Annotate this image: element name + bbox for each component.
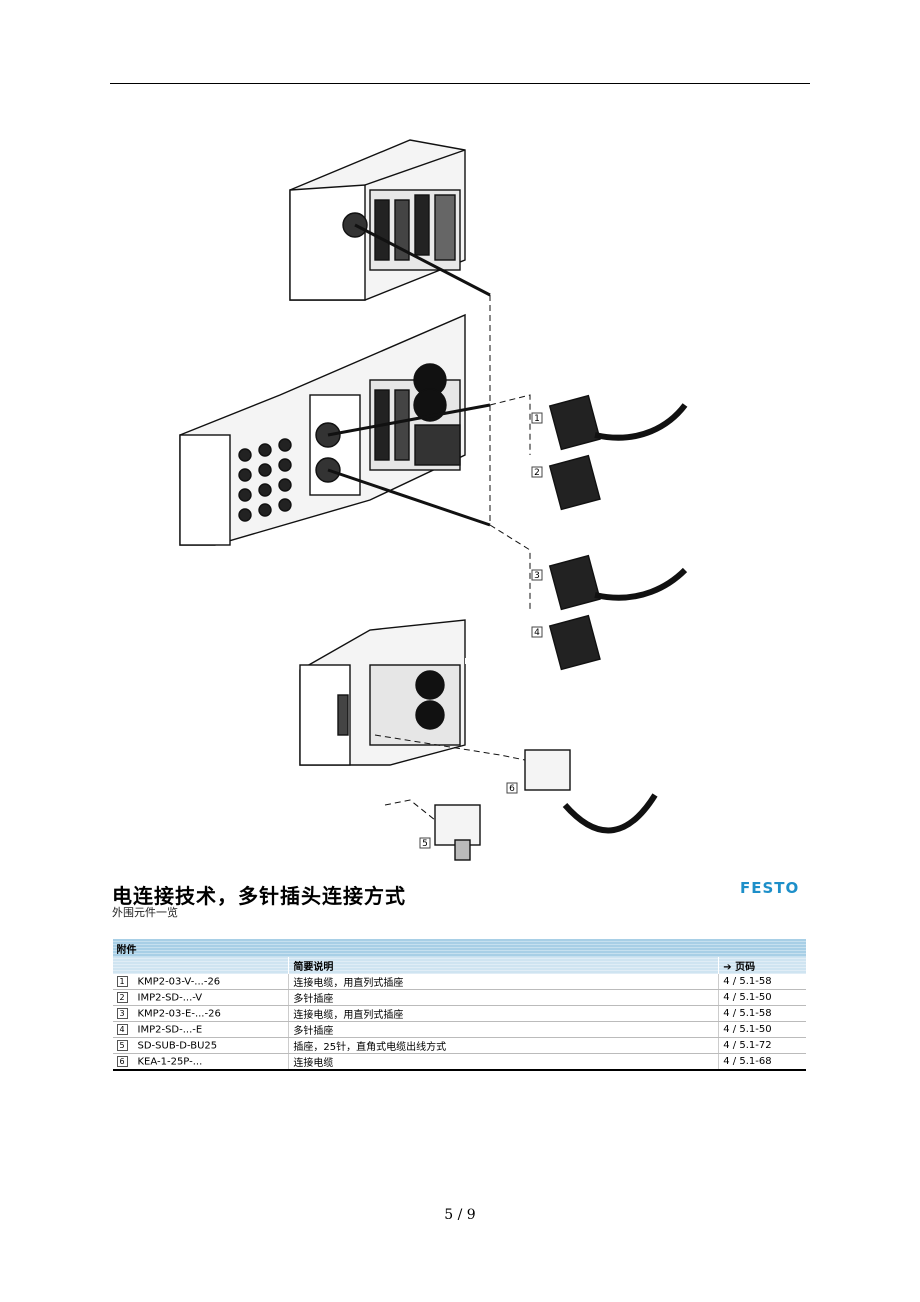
callout-1: 1 bbox=[534, 414, 540, 424]
row-page: 4 / 5.1-58 bbox=[718, 1005, 806, 1022]
table-row: 1 KMP2-03-V-...-26 连接电缆，用直列式插座 4 / 5.1-58 bbox=[112, 974, 806, 990]
page-subtitle: 外围元件一览 bbox=[112, 906, 178, 919]
part-number: SD-SUB-D-BU25 bbox=[137, 1040, 218, 1052]
callout-2: 2 bbox=[534, 468, 540, 478]
part-number: KEA-1-25P-... bbox=[137, 1056, 203, 1068]
cable-plug-1 bbox=[548, 394, 688, 451]
table-header-row: 简要说明 ➔ 页码 bbox=[111, 957, 806, 974]
part-number: KMP2-03-V-...-26 bbox=[137, 976, 221, 988]
callout-5: 5 bbox=[422, 839, 428, 849]
festo-logo: FESTO bbox=[740, 879, 800, 897]
accessories-table: 附件 简要说明 ➔ 页码 1 KMP2-03-V-...-26 连接电缆，用直列式… bbox=[111, 939, 806, 1071]
row-description: 连接电缆，用直列式插座 bbox=[288, 1005, 719, 1022]
callout-3: 3 bbox=[534, 571, 540, 581]
part-number: KMP2-03-E-...-26 bbox=[137, 1008, 221, 1020]
table-row: 2 IMP2-SD-...-V 多针插座 4 / 5.1-50 bbox=[112, 989, 806, 1006]
row-number: 5 bbox=[116, 1039, 128, 1051]
page-title: 电连接技术，多针插头连接方式 bbox=[112, 884, 406, 908]
row-page: 4 / 5.1-58 bbox=[718, 974, 806, 990]
plug-4 bbox=[548, 614, 601, 671]
row-page: 4 / 5.1-50 bbox=[718, 1021, 806, 1038]
row-description: 连接电缆，用直列式插座 bbox=[288, 974, 719, 990]
table-row: 6 KEA-1-25P-... 连接电缆 4 / 5.1-68 bbox=[112, 1053, 806, 1071]
header-rule bbox=[110, 83, 810, 84]
row-page: 4 / 5.1-68 bbox=[718, 1053, 806, 1071]
row-number: 2 bbox=[116, 991, 128, 1003]
table-section-row: 附件 bbox=[112, 939, 806, 957]
valve-terminal-middle bbox=[179, 313, 491, 546]
part-number: IMP2-SD-...-V bbox=[137, 992, 203, 1004]
row-number: 4 bbox=[116, 1023, 128, 1035]
callout-4: 4 bbox=[534, 628, 540, 638]
row-description: 多针插座 bbox=[288, 1021, 719, 1038]
connector-5 bbox=[434, 804, 481, 861]
table-row: 4 IMP2-SD-...-E 多针插座 4 / 5.1-50 bbox=[112, 1021, 806, 1038]
plug-2 bbox=[548, 454, 601, 511]
row-number: 3 bbox=[116, 1007, 128, 1019]
header-page: ➔ 页码 bbox=[718, 957, 806, 974]
table-row: 3 KMP2-03-E-...-26 连接电缆，用直列式插座 4 / 5.1-58 bbox=[112, 1005, 806, 1022]
row-number: 6 bbox=[116, 1055, 128, 1067]
part-number: IMP2-SD-...-E bbox=[137, 1024, 203, 1036]
header-part bbox=[111, 957, 289, 974]
valve-terminal-top bbox=[289, 139, 491, 301]
row-page: 4 / 5.1-50 bbox=[718, 989, 806, 1006]
valve-terminal-illustration: 1 2 3 4 5 6 bbox=[170, 105, 730, 865]
row-number: 1 bbox=[116, 975, 128, 987]
row-description: 多针插座 bbox=[288, 989, 719, 1006]
connector-6 bbox=[524, 749, 658, 834]
page-number: 5 / 9 bbox=[444, 1207, 476, 1223]
cable-plug-3 bbox=[548, 554, 688, 611]
valve-terminal-bottom bbox=[299, 619, 495, 766]
callout-6: 6 bbox=[509, 784, 515, 794]
row-page: 4 / 5.1-72 bbox=[718, 1037, 806, 1054]
header-description: 简要说明 bbox=[288, 957, 719, 974]
section-title: 附件 bbox=[112, 939, 806, 957]
table-row: 5 SD-SUB-D-BU25 插座，25针，直角式电缆出线方式 4 / 5.1-… bbox=[112, 1037, 806, 1054]
row-description: 连接电缆 bbox=[288, 1053, 719, 1071]
technical-drawing: 1 2 3 4 5 6 bbox=[179, 139, 688, 861]
row-description: 插座，25针，直角式电缆出线方式 bbox=[288, 1037, 719, 1054]
